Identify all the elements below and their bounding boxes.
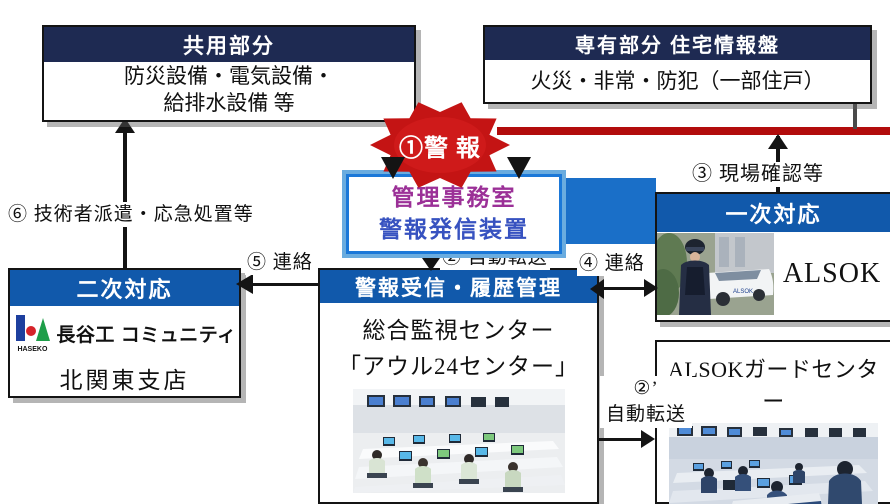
step2b-line: [597, 438, 645, 441]
common-area-box: 共用部分 防災設備・電気設備・ 給排水設備 等: [42, 25, 416, 122]
management-office-line1: 管理事務室: [391, 185, 517, 210]
step5-label: ⑤ 連絡: [245, 250, 315, 275]
private-area-box: 専有部分 住宅情報盤 火災・非常・防犯（一部住戸）: [483, 25, 872, 104]
burst-arrow-left-icon: [381, 157, 405, 179]
common-area-line2: 給排水設備 等: [163, 91, 295, 115]
step5-line: [250, 283, 318, 286]
step5-arrow-left-icon: [236, 274, 253, 294]
guard-center-box: ALSOKガードセンター: [655, 340, 890, 504]
alarm-burst: ①警 報: [368, 98, 512, 192]
step3-label: ③ 現場確認等: [690, 162, 826, 187]
step2b-text: 自動転送: [605, 404, 686, 425]
monitoring-center-line2: 「アウル24センター」: [338, 354, 579, 379]
step2-line: [429, 250, 432, 260]
alarm-red-line: [497, 127, 890, 135]
primary-response-header: 一次対応: [657, 194, 890, 232]
step4-line: [600, 287, 650, 290]
common-area-header: 共用部分: [44, 27, 414, 62]
alarm-burst-label: ①警 報: [399, 135, 481, 162]
management-office-box: 管理事務室 警報発信装置: [346, 174, 562, 254]
private-area-header: 専有部分 住宅情報盤: [485, 27, 870, 60]
monitoring-center-header: 警報受信・履歴管理: [320, 270, 597, 303]
step3-arrow-up-icon: [768, 134, 788, 149]
haseko-logo: HASEKO: [12, 314, 52, 353]
primary-response-brand: ALSOK: [782, 258, 882, 289]
step4-label: ④ 連絡: [577, 251, 647, 276]
car-alsok-mark: ALSOK: [733, 289, 753, 295]
primary-response-box: 一次対応 ALSOK ALSOK: [655, 192, 890, 322]
monitoring-center-box: 警報受信・履歴管理 総合監視センター 「アウル24センター」: [318, 268, 599, 504]
step2b-number: ②’: [633, 378, 659, 399]
haseko-logo-icon: [16, 315, 51, 341]
haseko-logo-text: HASEKO: [17, 346, 48, 353]
security-guard-photo: ALSOK: [657, 233, 774, 315]
private-drop-line: [853, 100, 857, 129]
owl24-center-photo: [352, 389, 565, 493]
management-office-line2: 警報発信装置: [379, 217, 529, 242]
burst-arrow-right-icon: [507, 157, 531, 179]
step2-arrow-down-icon: [422, 258, 440, 271]
guard-center-photo: ALSOK: [669, 423, 878, 504]
step2b-label: ②’ 自動転送: [600, 376, 692, 428]
step4-arrow-right-icon: [644, 279, 658, 297]
step4-arrow-left-icon: [590, 279, 604, 299]
office-to-primary-connector: [556, 178, 656, 244]
secondary-response-box: 二次対応 HASEKO 長谷工 コミュニティ 北関東支店: [8, 268, 241, 398]
secondary-response-header: 二次対応: [10, 270, 239, 306]
step2b-arrow-right-icon: [641, 430, 655, 448]
guard-center-title: ALSOKガードセンター: [668, 357, 879, 414]
common-area-line1: 防災設備・電気設備・: [124, 64, 334, 88]
monitoring-center-line1: 総合監視センター: [362, 318, 555, 343]
secondary-branch-name: 北関東支店: [59, 368, 190, 393]
private-area-body: 火災・非常・防犯（一部住戸）: [530, 69, 825, 93]
step6-label: ⑥ 技術者派遣・応急処置等: [6, 202, 256, 227]
secondary-company-name: 長谷工 コミュニティ: [56, 325, 237, 346]
alarm-burst-shape: [370, 102, 510, 188]
step6-line: [123, 132, 127, 268]
